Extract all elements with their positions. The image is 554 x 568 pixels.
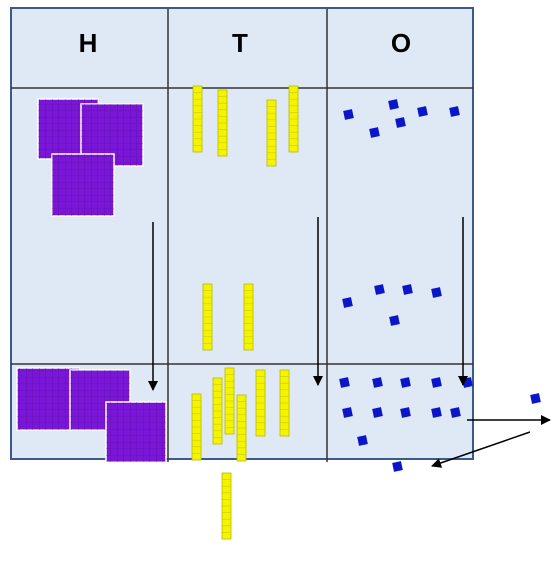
arrow [431, 431, 531, 468]
column-header-ones: O [390, 28, 412, 58]
one-cube [369, 127, 380, 138]
one-cube [342, 297, 353, 308]
one-cube [449, 106, 460, 117]
one-cube [450, 407, 461, 418]
one-cube [342, 407, 353, 418]
one-cube [372, 407, 383, 418]
one-cube [431, 407, 442, 418]
one-cube [343, 109, 354, 120]
one-cube [400, 377, 411, 388]
one-cube [395, 117, 406, 128]
column-header-hundreds: H [78, 28, 98, 58]
one-cube [431, 287, 442, 298]
one-cube [339, 377, 350, 388]
one-cube [462, 377, 473, 388]
hundred-flat-grid [17, 368, 79, 430]
one-cube [357, 435, 368, 446]
one-cube [389, 315, 400, 326]
hundred-flat-grid [106, 402, 166, 462]
one-cube [388, 99, 399, 110]
hundred-flat-grid [52, 154, 114, 216]
one-cube [372, 377, 383, 388]
one-cube [402, 284, 413, 295]
one-cube [431, 377, 442, 388]
one-cube [400, 407, 411, 418]
column-header-tens: T [232, 28, 248, 58]
one-cube [530, 393, 541, 404]
one-cube [374, 284, 385, 295]
one-cube [417, 106, 428, 117]
one-cube [392, 461, 403, 472]
